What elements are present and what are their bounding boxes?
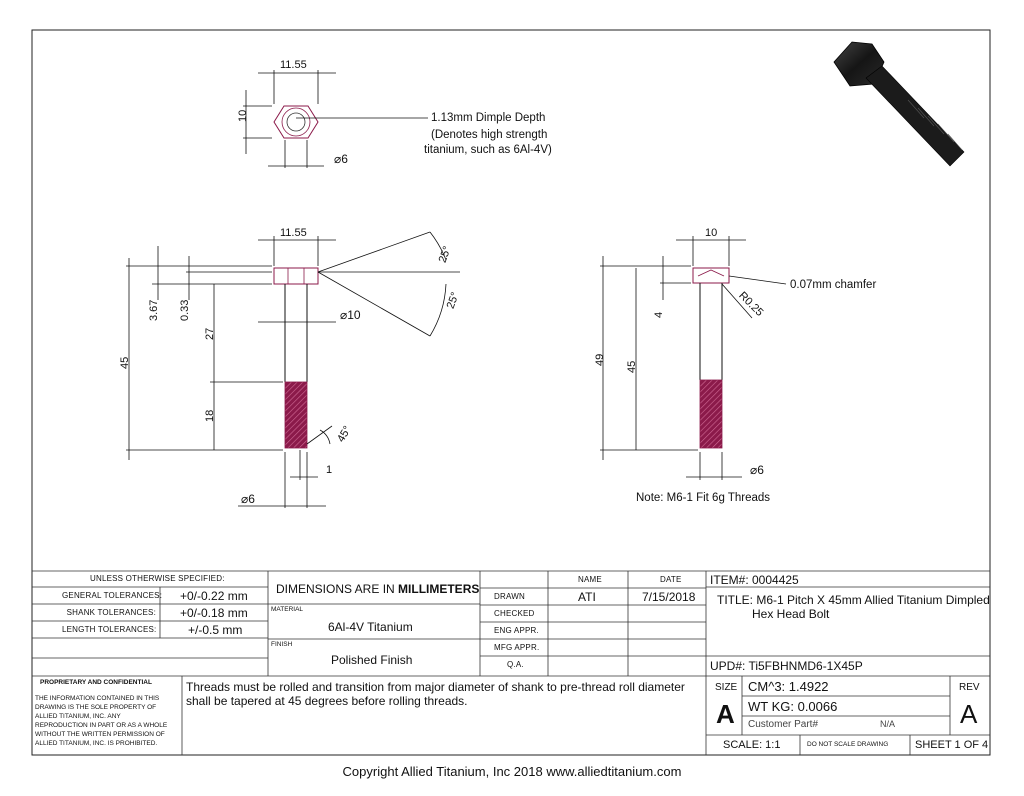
general-tol-value: +0/-0.22 mm [180,589,248,603]
dimensions-note: DIMENSIONS ARE IN MILLIMETERS [276,583,479,595]
no-scale-note: DO NOT SCALE DRAWING [807,741,889,748]
drawing-notes: Threads must be rolled and transition fr… [186,680,685,708]
side-dim-dia: ⌀6 [750,463,764,477]
dimensions-prefix: DIMENSIONS ARE IN [276,582,399,596]
size-value: A [716,699,735,729]
rev-value: A [960,699,978,729]
top-note-line1: 1.13mm Dimple Depth [431,112,545,124]
proprietary-title: PROPRIETARY AND CONFIDENTIAL [40,679,152,686]
upd-number: UPD#: Ti5FBHNMD6-1X45P [710,659,863,673]
customer-part-label: Customer Part# [748,719,819,730]
eng-appr-label: ENG APPR. [494,626,539,635]
finish-label: FINISH [271,641,293,648]
drawn-label: DRAWN [494,592,525,601]
front-dim-shank-length: 27 [204,328,216,340]
title-line2: Hex Head Bolt [752,607,830,621]
side-dim-head-width: 10 [705,227,717,239]
top-dim-dia: ⌀6 [334,152,348,166]
mfg-appr-label: MFG APPR. [494,643,540,652]
front-dim-thread-angle: 45° [335,424,354,444]
side-view [600,236,787,480]
front-dim-head-width: 11.55 [280,227,307,239]
front-dim-overall-length: 45 [119,357,131,369]
side-dim-total: 49 [594,354,606,366]
side-thread-note: Note: M6-1 Fit 6g Threads [636,492,770,504]
hex-outline [273,105,319,139]
material-value: 6Al-4V Titanium [328,620,413,634]
front-dim-angle-lower: 25° [445,291,462,311]
side-thread-region [699,379,723,449]
cm3-value: CM^3: 1.4922 [748,679,829,694]
shank-tol-value: +0/-0.18 mm [180,606,248,620]
bolt-head [273,267,319,285]
side-bolt-head [692,267,730,284]
front-dim-thread-offset: 1 [326,464,332,476]
weight-value: WT KG: 0.0066 [748,699,838,714]
finish-value: Polished Finish [331,653,413,667]
qa-label: Q.A. [507,660,524,669]
shank-tol-label: SHANK TOLERANCES: [66,608,156,617]
sheet-number: SHEET 1 OF 4 [915,739,989,751]
drawn-name: ATI [578,590,596,604]
unless-specified: UNLESS OTHERWISE SPECIFIED: [90,574,225,583]
dimple-circle [281,107,311,137]
general-tol-label: GENERAL TOLERANCES: [62,591,163,600]
size-label: SIZE [715,682,738,693]
thread-region [284,381,308,449]
front-dim-dimple: 0.33 [179,300,191,321]
copyright-footer: Copyright Allied Titanium, Inc 2018 www.… [342,764,682,779]
length-tol-label: LENGTH TOLERANCES: [62,625,157,634]
front-dim-head-height: 3.67 [148,300,160,321]
bolt-3d-render [833,41,965,167]
drawn-date: 7/15/2018 [642,590,696,604]
front-dim-thread-dia: ⌀6 [241,492,255,506]
top-note-line3: titanium, such as 6Al-4V) [424,144,552,156]
front-dim-angle-upper: 25° [437,245,454,265]
rev-label: REV [959,682,980,693]
dimensions-unit: MILLIMETERS [398,582,480,596]
side-dim-head-height: 4 [653,312,665,318]
top-dim-height: 10 [237,110,249,122]
title-block-grid [32,570,990,755]
scale: SCALE: 1:1 [723,739,781,751]
side-dim-radius: R0.25 [736,290,765,319]
sheet-border [31,29,991,756]
top-dim-width: 11.55 [280,59,307,71]
customer-part-value: N/A [880,719,896,729]
top-view [243,70,428,168]
front-dim-thread-length: 18 [204,410,216,422]
date-header: DATE [660,575,682,584]
checked-label: CHECKED [494,609,535,618]
front-dim-shank-dia: ⌀10 [340,308,361,322]
name-header: NAME [578,575,602,584]
title-line1: TITLE: M6-1 Pitch X 45mm Allied Titanium… [717,593,990,607]
side-dim-length: 45 [626,361,638,373]
front-view [126,231,460,508]
material-label: MATERIAL [271,606,304,613]
item-number: ITEM#: 0004425 [710,573,799,587]
length-tol-value: +/-0.5 mm [188,623,243,637]
side-chamfer-note: 0.07mm chamfer [790,279,876,291]
top-note-line2: (Denotes high strength [431,129,547,141]
proprietary-text: THE INFORMATION CONTAINED IN THIS DRAWIN… [35,695,168,747]
